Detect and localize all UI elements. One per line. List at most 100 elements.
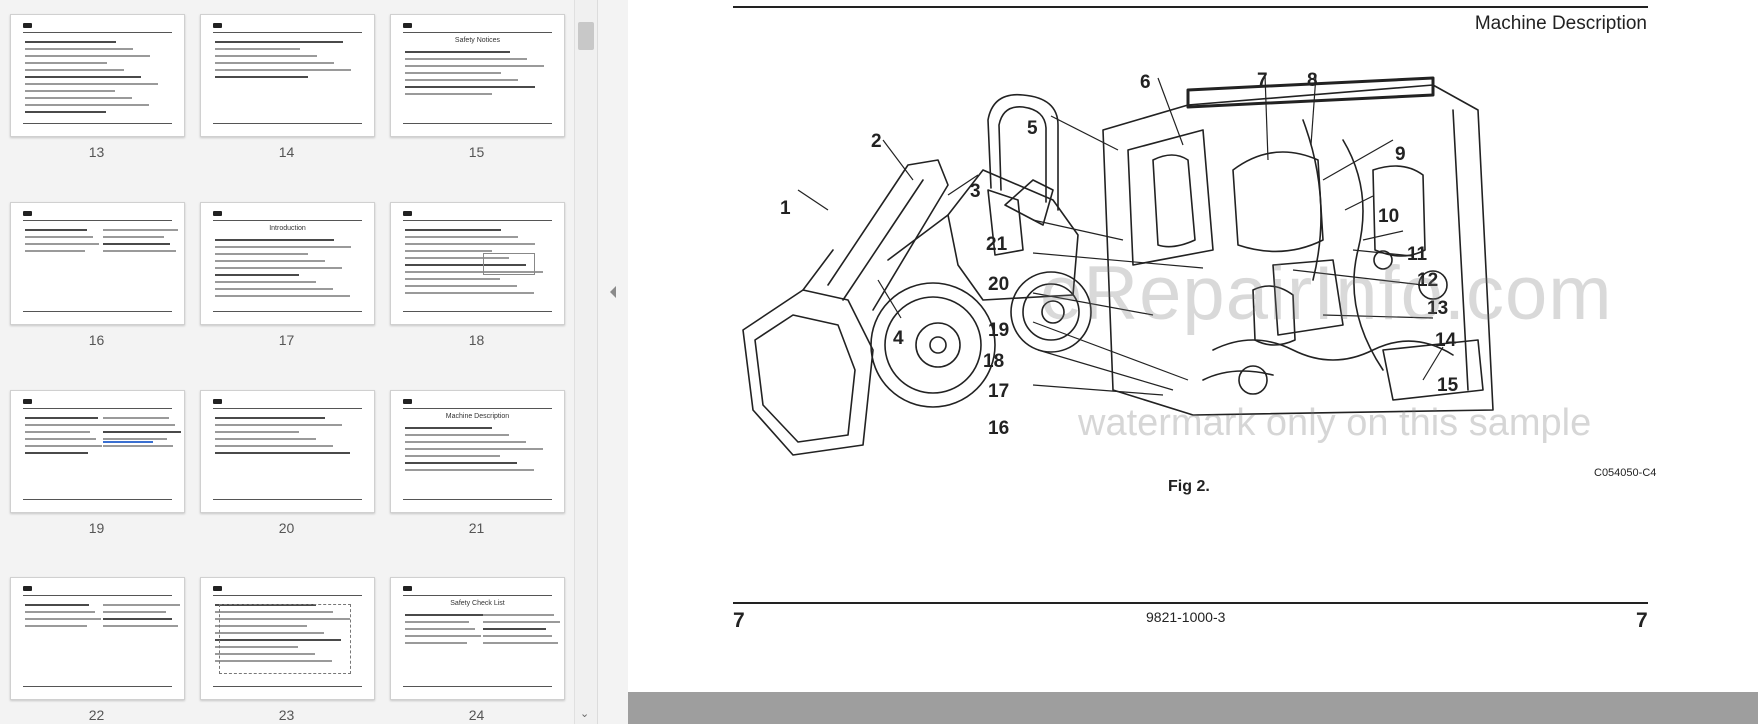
thumbnail-text-line (103, 611, 166, 613)
page-thumbnail[interactable] (390, 202, 565, 325)
thumbnail-text-line (25, 83, 158, 85)
callout-3: 3 (970, 181, 981, 202)
thumbnail-text-line (405, 455, 500, 457)
thumbnail-text-line (405, 434, 509, 436)
thumbnail-page-label: 16 (88, 332, 105, 348)
scrollbar-thumb[interactable] (578, 22, 594, 50)
thumbnail-header-rule (213, 220, 362, 221)
thumbnail-text-line (25, 229, 87, 231)
document-code: 9821-1000-3 (1146, 609, 1226, 625)
thumbnail-text-line (25, 41, 116, 43)
thumbnail-text-line (405, 65, 544, 67)
thumbnail-footer-rule (213, 123, 362, 124)
page-number-right: 7 (1636, 609, 1648, 632)
callout-6: 6 (1140, 72, 1151, 93)
page-thumbnail[interactable]: Machine Description (390, 390, 565, 513)
thumbnail-footer-rule (403, 686, 552, 687)
thumbnail-text-line (25, 250, 85, 252)
thumbnail-page-label: 14 (278, 144, 295, 160)
thumbnail-text-line (215, 48, 300, 50)
thumbnail-text-line (405, 229, 501, 231)
watermark-text: eRepairInfo.com (1040, 251, 1613, 336)
thumbnail-text-line (215, 431, 299, 433)
page-thumbnail[interactable]: Safety Check List (390, 577, 565, 700)
thumbnail-text-line (405, 621, 469, 623)
brand-logo-icon (23, 586, 32, 591)
thumbnail-text-line (405, 427, 492, 429)
thumbnail-text-line (215, 62, 334, 64)
thumbnail-page-label: 21 (468, 520, 485, 536)
brand-logo-icon (213, 23, 222, 28)
thumbnail-text-line (215, 625, 307, 627)
thumbnail-text-line (215, 239, 334, 241)
callout-13: 13 (1427, 298, 1448, 319)
panel-splitter[interactable] (597, 0, 629, 724)
thumbnail-header-rule (403, 220, 552, 221)
thumbnail-page-label: 13 (88, 144, 105, 160)
thumbnail-text-line (103, 417, 169, 419)
page-thumbnail[interactable] (10, 577, 185, 700)
thumbnail-text-line (25, 55, 150, 57)
thumbnail-scrollbar[interactable]: ⌄ (574, 0, 597, 724)
thumbnail-text-line (215, 445, 333, 447)
thumbnail-text-line (215, 639, 341, 641)
thumbnail-text-line (405, 642, 467, 644)
page-thumbnail[interactable]: Safety Notices (390, 14, 565, 137)
thumbnail-text-line (103, 445, 173, 447)
thumbnail-text-line (25, 452, 88, 454)
callout-14: 14 (1435, 330, 1457, 351)
machine-figure: 1 2 3 4 5 6 7 8 9 10 11 12 13 14 15 16 1… (742, 70, 1494, 456)
thumbnail-footer-rule (23, 499, 172, 500)
thumbnail-footer-rule (403, 499, 552, 500)
thumbnail-text-line (25, 618, 101, 620)
thumbnail-text-line (103, 229, 178, 231)
header-rule (733, 6, 1648, 8)
thumbnail-footer-rule (403, 123, 552, 124)
page-thumbnail[interactable] (10, 14, 185, 137)
page-thumbnail[interactable] (10, 390, 185, 513)
brand-logo-icon (23, 399, 32, 404)
thumbnail-text-line (405, 628, 475, 630)
thumbnail-page-label: 15 (468, 144, 485, 160)
thumbnail-text-line (25, 424, 104, 426)
page-thumbnail[interactable] (200, 14, 375, 137)
brand-logo-icon (23, 23, 32, 28)
thumbnail-text-line (405, 635, 481, 637)
thumbnail-text-line (405, 271, 543, 273)
thumbnail-text-line (25, 445, 102, 447)
page-thumbnail[interactable] (200, 390, 375, 513)
callout-15: 15 (1437, 375, 1459, 396)
thumbnail-text-line (25, 69, 124, 71)
thumbnail-header-rule (403, 408, 552, 409)
section-title: Machine Description (1474, 13, 1647, 34)
thumbnail-header-rule (23, 408, 172, 409)
page-thumbnail[interactable] (200, 577, 375, 700)
scroll-down-icon[interactable]: ⌄ (580, 708, 590, 720)
thumbnail-text-line (405, 292, 534, 294)
thumbnail-page-label: 24 (468, 707, 485, 723)
thumbnail-text-line (405, 86, 535, 88)
thumbnail-text-line (25, 625, 87, 627)
thumbnail-text-line (215, 69, 351, 71)
thumbnail-text-line (215, 604, 316, 606)
thumbnail-text-line (215, 288, 333, 290)
thumbnail-text-line (405, 257, 509, 259)
page-thumbnail[interactable]: Introduction (200, 202, 375, 325)
brand-logo-icon (213, 399, 222, 404)
thumbnail-text-line (405, 250, 492, 252)
thumbnail-text-line (103, 604, 180, 606)
thumbnail-text-line (25, 90, 115, 92)
thumbnail-text-line (215, 246, 351, 248)
thumbnail-header-rule (213, 595, 362, 596)
document-page (628, 0, 1758, 692)
page-thumbnail[interactable] (10, 202, 185, 325)
callout-20: 20 (988, 274, 1009, 295)
thumbnail-diagram (483, 253, 535, 275)
callout-4: 4 (893, 328, 904, 349)
thumbnail-page-label: 18 (468, 332, 485, 348)
thumbnail-header-rule (403, 595, 552, 596)
thumbnail-text-line (103, 431, 181, 433)
collapse-arrow-icon[interactable] (610, 286, 616, 298)
